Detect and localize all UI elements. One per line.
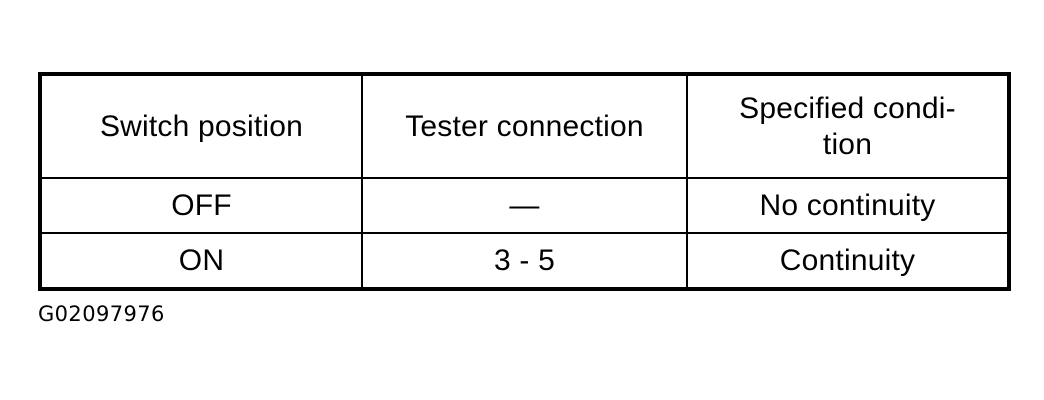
table-row: ON 3 - 5 Continuity [40,232,1009,289]
figure-caption: G02097976 [38,302,165,326]
cell-specified-condition-on: Continuity [686,232,1009,289]
table-header-row: Switch position Tester connection Specif… [40,74,1009,178]
column-header-specified-condition-line-1: Specified condi- [739,92,956,126]
cell-specified-condition-off: No continuity [686,177,1009,233]
column-header-tester-connection: Tester connection [361,74,687,178]
table-row: OFF — No continuity [40,177,1009,233]
column-header-tester-connection-line-1: Tester connection [405,109,644,143]
cell-tester-connection-off: — [361,177,687,233]
switch-continuity-table: Switch position Tester connection Specif… [38,72,1011,291]
column-header-specified-condition-line-2: tion [822,127,873,161]
table-header: Switch position Tester connection Specif… [40,74,1009,178]
column-header-specified-condition: Specified condi- tion [686,74,1009,178]
cell-switch-position-on: ON [40,232,362,289]
cell-tester-connection-on: 3 - 5 [361,232,687,289]
column-header-switch-position-line-1: Switch position [99,109,304,143]
cell-switch-position-off: OFF [40,177,362,233]
specification-table-container: Switch position Tester connection Specif… [38,72,1011,291]
column-header-switch-position: Switch position [40,74,362,178]
table-body: OFF — No continuity ON 3 - 5 Continuity [40,177,1009,289]
